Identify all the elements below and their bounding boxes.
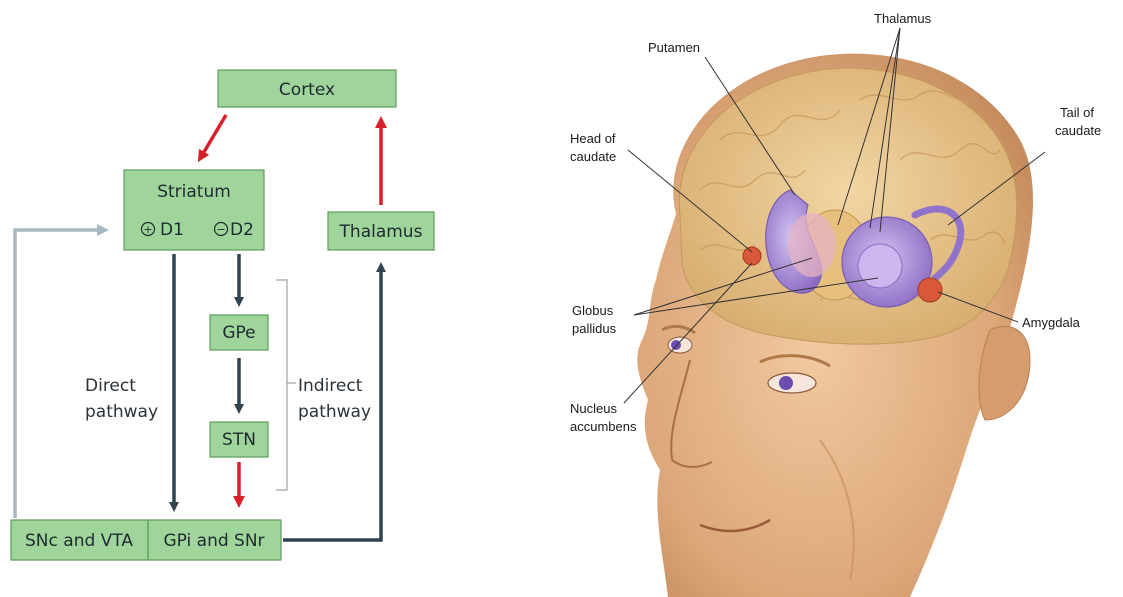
label-nucleus-accumbens-line2: accumbens [570,419,637,434]
snc-vta-label: SNc and VTA [25,531,133,551]
label-thalamus: Thalamus [874,11,932,26]
label-tail-of-caudate-line2: caudate [1055,123,1101,138]
striatum-label: Striatum [157,182,231,202]
indirect-pathway-bracket [276,280,287,490]
label-globus-pallidus-line1: Globus [572,303,614,318]
amygdala-structure [918,278,942,302]
gpe-box: GPe [210,315,268,350]
label-tail-of-caudate-line1: Tail of [1060,105,1094,120]
label-nucleus-accumbens-line1: Nucleus [570,401,617,416]
label-head-of-caudate-line1: Head of [570,131,616,146]
snc-to-striatum-arrow [15,230,103,518]
label-amygdala: Amygdala [1022,315,1081,330]
pathway-diagram: Cortex Striatum + D1 − D2 Thalamus GPe S… [11,70,434,560]
thalamus-box: Thalamus [328,212,434,250]
stn-label: STN [222,430,256,450]
globus-pallidus-near-structure [788,213,836,277]
cortex-box: Cortex [218,70,396,107]
d2-label: D2 [230,220,254,240]
snc-vta-box: SNc and VTA [11,520,148,560]
left-iris [671,340,681,350]
d1-label: D1 [160,220,184,240]
indirect-pathway-label-line2: pathway [298,402,371,422]
ear [979,326,1030,420]
d2-minus-symbol: − [216,223,225,236]
indirect-pathway-label-line1: Indirect [298,376,363,396]
label-head-of-caudate-line2: caudate [570,149,616,164]
stn-box: STN [210,422,268,457]
label-globus-pallidus-line2: pallidus [572,321,617,336]
head-illustration: Thalamus Putamen Head of caudate Tail of… [570,11,1101,597]
thalamus-label: Thalamus [339,222,423,242]
gpi-snr-box: GPi and SNr [148,520,281,560]
cortex-to-striatum-arrow [201,115,226,157]
d1-plus-symbol: + [143,223,152,236]
direct-pathway-label-line1: Direct [85,376,136,396]
direct-pathway-label-line2: pathway [85,402,158,422]
label-putamen: Putamen [648,40,700,55]
globus-pallidus-structure [858,244,902,288]
nucleus-accumbens-structure [743,247,761,265]
striatum-box: Striatum + D1 − D2 [124,170,264,250]
right-iris [779,376,793,390]
cortex-label: Cortex [279,80,335,100]
gpi-snr-label: GPi and SNr [163,531,264,551]
gpe-label: GPe [222,323,255,343]
